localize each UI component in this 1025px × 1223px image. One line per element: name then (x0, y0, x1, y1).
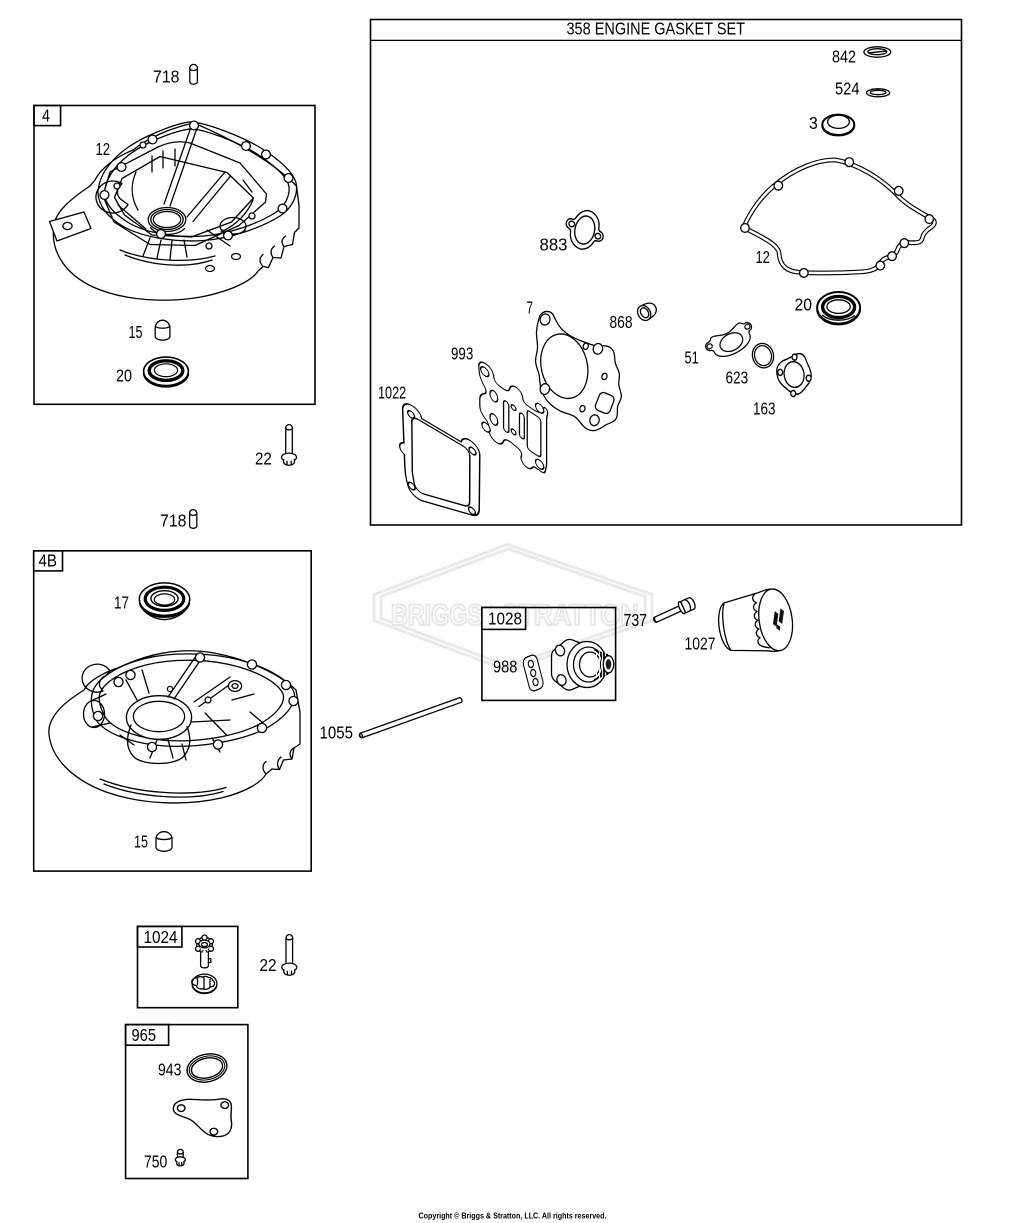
svg-text:1027: 1027 (685, 634, 716, 654)
svg-text:718: 718 (153, 67, 180, 87)
svg-text:358 ENGINE GASKET SET: 358 ENGINE GASKET SET (567, 19, 746, 39)
svg-text:12: 12 (96, 139, 111, 159)
svg-text:7: 7 (527, 298, 534, 318)
svg-text:883: 883 (540, 235, 568, 255)
svg-text:22: 22 (255, 449, 272, 469)
svg-text:750: 750 (144, 1152, 168, 1172)
svg-text:4: 4 (42, 106, 50, 126)
svg-text:12: 12 (756, 247, 770, 267)
svg-text:163: 163 (753, 399, 776, 419)
svg-text:4B: 4B (39, 551, 58, 571)
svg-text:943: 943 (158, 1060, 181, 1080)
svg-text:1028: 1028 (488, 609, 522, 629)
svg-text:524: 524 (835, 79, 860, 99)
svg-text:965: 965 (132, 1025, 157, 1045)
svg-text:22: 22 (260, 955, 277, 975)
svg-text:1022: 1022 (378, 383, 406, 403)
svg-text:737: 737 (624, 610, 648, 630)
svg-text:988: 988 (493, 657, 517, 677)
svg-text:17: 17 (114, 593, 129, 613)
svg-text:1055: 1055 (320, 723, 354, 743)
svg-text:623: 623 (726, 368, 749, 388)
svg-text:1024: 1024 (144, 927, 178, 947)
svg-text:15: 15 (129, 322, 143, 342)
svg-text:20: 20 (116, 366, 132, 386)
svg-text:3: 3 (809, 113, 818, 133)
svg-text:718: 718 (160, 511, 187, 531)
svg-text:993: 993 (451, 344, 473, 364)
svg-text:BRIGGS: BRIGGS (391, 599, 483, 632)
svg-text:842: 842 (832, 47, 856, 67)
svg-text:Copyright © Briggs & Stratton,: Copyright © Briggs & Stratton, LLC. All … (419, 1211, 607, 1221)
svg-text:15: 15 (134, 832, 148, 852)
svg-text:51: 51 (685, 348, 699, 368)
svg-text:868: 868 (610, 312, 633, 332)
svg-text:20: 20 (795, 295, 813, 315)
